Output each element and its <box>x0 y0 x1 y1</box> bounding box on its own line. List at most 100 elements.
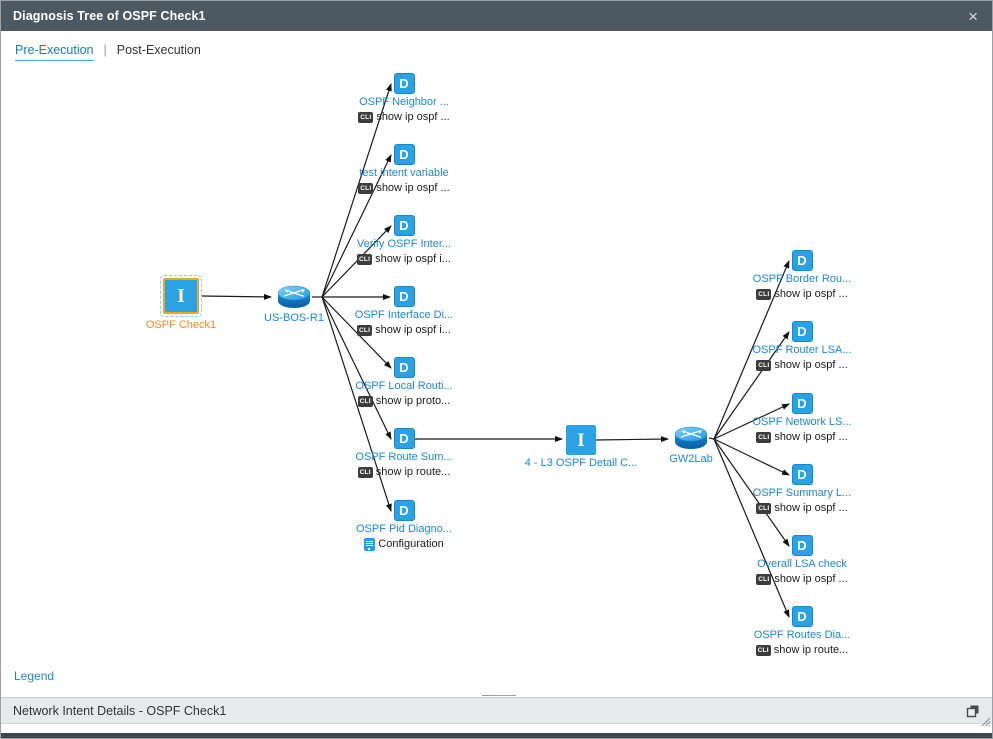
node-label: OSPF Route Sum... <box>355 451 453 463</box>
command-text: show ip ospf ... <box>774 359 848 371</box>
node-label: OSPF Summary L... <box>752 487 852 499</box>
node-label: US-BOS-R1 <box>264 312 324 324</box>
configuration-icon <box>364 538 376 551</box>
node-label: OSPF Routes Dia... <box>753 629 851 641</box>
intent-icon: I <box>566 425 596 455</box>
execution-tabs: Pre-Execution | Post-Execution <box>15 43 201 61</box>
network-intent-details-panel: Network Intent Details - OSPF Check1 <box>1 697 992 724</box>
node-label: OSPF Pid Diagno... <box>356 523 452 535</box>
command-text: Configuration <box>378 538 444 550</box>
cli-icon: CLI <box>357 325 373 336</box>
legend-link[interactable]: Legend <box>14 669 55 683</box>
diagnosis-icon: D <box>393 144 415 165</box>
diagnosis-icon: D <box>393 286 415 307</box>
diagnosis-icon: D <box>791 464 813 485</box>
cli-icon: CLI <box>756 289 772 300</box>
resize-grip-icon[interactable] <box>981 714 991 732</box>
node-label: Overall LSA check <box>757 558 847 570</box>
command-text: show ip ospf ... <box>774 288 848 300</box>
command-text: show ip ospf i... <box>375 253 451 265</box>
popout-icon[interactable] <box>966 704 980 718</box>
device-node-us-bos-r1[interactable]: US-BOS-R1 <box>219 284 369 325</box>
diagnosis-icon: D <box>393 500 415 521</box>
command-text: show ip ospf ... <box>376 111 450 123</box>
diagnosis-icon: D <box>791 250 813 271</box>
node-label: GW2Lab <box>669 453 713 465</box>
command-text: show ip ospf ... <box>774 431 848 443</box>
diagnosis-icon: D <box>393 73 415 94</box>
node-label: OSPF Local Routi... <box>355 380 453 392</box>
diagnosis-icon: D <box>791 535 813 556</box>
diagnosis-icon: D <box>791 606 813 627</box>
command-text: show ip proto... <box>375 395 451 407</box>
command-text: show ip ospf ... <box>376 182 450 194</box>
node-label: OSPF Network LS... <box>752 416 852 428</box>
close-icon[interactable]: × <box>968 6 978 26</box>
node-label: Verify OSPF Inter... <box>356 238 452 250</box>
intent-icon: I <box>163 278 199 314</box>
tab-pre-execution[interactable]: Pre-Execution <box>15 43 94 61</box>
command-text: show ip ospf ... <box>774 502 848 514</box>
diagnosis-icon: D <box>393 357 415 378</box>
node-label: 4 - L3 OSPF Detail C... <box>524 457 638 469</box>
node-label: OSPF Interface Di... <box>354 309 454 321</box>
cli-icon: CLI <box>357 467 373 478</box>
node-label: OSPF Neighbor ... <box>359 96 449 108</box>
diagnosis-icon: D <box>791 393 813 414</box>
node-label: OSPF Check1 <box>145 319 217 331</box>
dialog-title: Diagnosis Tree of OSPF Check1 <box>13 9 206 23</box>
tab-separator: | <box>103 43 107 57</box>
device-node-gw2lab[interactable]: GW2Lab <box>616 425 766 466</box>
command-text: show ip ospf i... <box>375 324 451 336</box>
diagnosis-icon: D <box>791 321 813 342</box>
intent-node-l3-ospf-detail[interactable]: I 4 - L3 OSPF Detail C... <box>506 425 656 470</box>
node-label: OSPF Router LSA... <box>752 344 852 356</box>
cli-icon: CLI <box>358 183 374 194</box>
diagnosis-node[interactable]: D OSPF Pid Diagno... Configuration <box>329 500 479 551</box>
node-label: OSPF Border Rou... <box>752 273 852 285</box>
intent-node-root[interactable]: I OSPF Check1 <box>106 275 256 332</box>
tab-post-execution[interactable]: Post-Execution <box>116 43 201 57</box>
router-icon <box>276 284 312 310</box>
dialog-titlebar: Diagnosis Tree of OSPF Check1 × <box>1 1 992 31</box>
cli-icon: CLI <box>756 360 772 371</box>
command-text: show ip route... <box>773 644 849 656</box>
selection-outline: I <box>160 275 202 317</box>
cli-icon: CLI <box>756 574 772 585</box>
cli-icon: CLI <box>357 396 373 407</box>
node-label: test intent variable <box>359 167 449 179</box>
cli-icon: CLI <box>756 503 772 514</box>
cli-icon: CLI <box>358 112 374 123</box>
panel-title: Network Intent Details - OSPF Check1 <box>13 703 227 718</box>
cli-icon: CLI <box>755 645 771 656</box>
dialog-bottom-edge <box>1 733 992 738</box>
command-text: show ip ospf ... <box>774 573 848 585</box>
node-command: Configuration <box>364 538 444 551</box>
cli-icon: CLI <box>756 432 772 443</box>
